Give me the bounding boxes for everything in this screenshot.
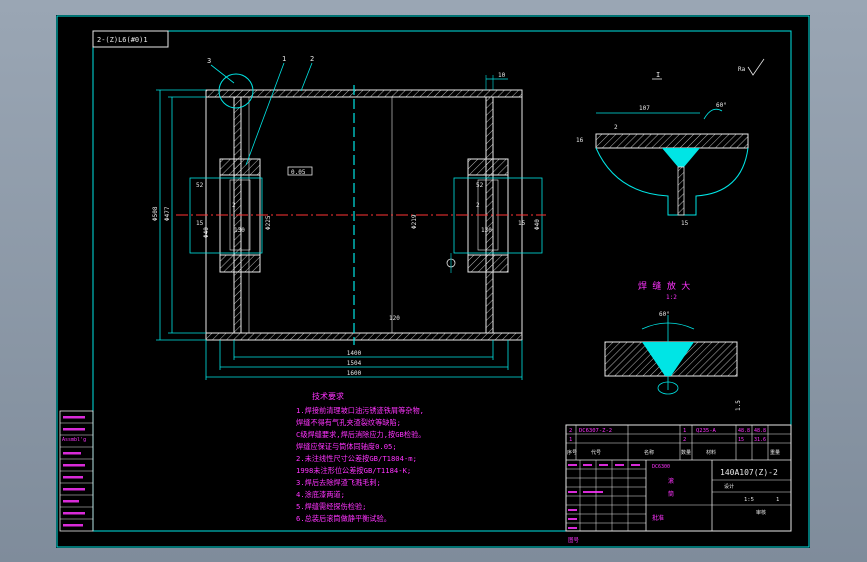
enlarged-weld-view: 焊 缝 放 大 1:2 60° 1.5 (604, 280, 742, 411)
dim-52-left: 52 (196, 182, 204, 189)
tb-row1-w1: 48.8 (738, 428, 750, 434)
left-revision-table: Assmbl'g (59, 410, 94, 532)
tb-part-name-1: 滚 (668, 477, 674, 485)
dim-left-2: Φ477 (164, 206, 171, 221)
dim-120: 120 (389, 315, 400, 322)
hub-right-bottom (467, 254, 509, 273)
tb-hdr-no: 序号 (567, 449, 577, 456)
notes-heading: 技术要求 (312, 391, 344, 401)
dim-ref-right: Φ40 (534, 219, 541, 230)
dim-shaft: Φ219 (411, 214, 418, 229)
inner-border (92, 30, 792, 532)
note-line: 4.涂底漆两道; (296, 490, 345, 499)
enlarge-scale: 1:2 (666, 294, 677, 301)
weld-gap: 2 (614, 124, 618, 131)
note-line: 2.未注线性尺寸公差按GB/T1804-m; (296, 454, 417, 463)
dim-1400: 1400 (347, 350, 362, 357)
code-box-text: 2-(Z)L6(#0)1 (97, 36, 148, 44)
enlarge-right-dim: 1.5 (735, 400, 742, 411)
dim-left-1: Φ508 (152, 206, 159, 221)
dim-52-right: 52 (476, 182, 484, 189)
dim-bore: Φ225 (265, 215, 272, 230)
weld-dim-16: 16 (576, 137, 584, 144)
tb-drawing-no: 140A107(Z)-2 (720, 468, 778, 477)
tb-row1-no: 2 (569, 428, 572, 434)
weld-angle-60: 60° (716, 102, 727, 109)
note-line: 1998未注形位公差按GB/T1184-K; (296, 466, 411, 475)
tb-hdr-mat: 材料 (706, 449, 716, 456)
tb-scale: 1:5 (744, 497, 754, 503)
note-line: C级焊缝要求,焊后消除应力,按GB检验。 (296, 430, 425, 439)
note-line: 5.焊缝需经探伤检验; (296, 502, 366, 511)
tb-check: 审核 (756, 509, 766, 516)
weld-dim-15: 15 (681, 220, 689, 227)
detail-label: I (656, 71, 660, 79)
dim-130-right: 130 (481, 227, 492, 234)
code-box (92, 30, 169, 48)
note-line: 3.焊后去除焊渣飞溅毛刺; (296, 478, 381, 487)
dim-2-left: 2 (232, 202, 236, 209)
tb-row2-qty: 2 (683, 437, 686, 443)
dim-10: 10 (498, 72, 506, 79)
tb-row1-qty: 1 (683, 428, 686, 434)
detail-circle (218, 73, 254, 109)
note-line: 焊缝应保证与筒体同轴度0.05; (296, 442, 397, 451)
tb-row2-no: 1 (569, 437, 572, 443)
tb-row2-w1: 15 (738, 437, 744, 443)
tb-row2-w2: 31.6 (754, 437, 766, 443)
main-view: 3 1 2 0.05 10 1400 1504 1600 (152, 55, 546, 380)
dim-15-right: 15 (518, 220, 526, 227)
title-block: 2 DC6307-Z-2 1 Q235-A 48.8 48.8 1 2 15 3… (565, 424, 792, 544)
tb-design: 设计 (724, 483, 734, 490)
shell-bottom (205, 332, 523, 341)
tb-sheet: 1 (776, 497, 779, 503)
tb-row1-mat: Q235-A (696, 428, 717, 434)
note-line: 1.焊接前清理坡口油污锈迹铁屑等杂物, (296, 406, 424, 415)
dim-15-left: 15 (196, 220, 204, 227)
detail-weld-view: I 107 60° 16 15 2 Ra (576, 58, 765, 227)
dim-130-left: 130 (234, 227, 245, 234)
outer-border (56, 15, 810, 548)
tb-hdr-name: 名称 (644, 449, 654, 456)
dim-2-right: 2 (476, 202, 480, 209)
hub-left-top (219, 158, 261, 176)
tb-footer: 图号 (568, 536, 580, 544)
drawing-svg: 2-(Z)L6(#0)1 3 1 (56, 15, 810, 548)
weld-dim-107: 107 (639, 105, 650, 112)
tb-hdr-qty: 数量 (681, 449, 691, 456)
tb-approve: 批准 (652, 514, 664, 522)
balloon-3: 3 (207, 57, 211, 65)
note-line: 6.总装后滚筒做静平衡试验。 (296, 514, 391, 523)
tb-part-name-2: 筒 (668, 490, 674, 498)
tb-row1-code: DC6307-Z-2 (579, 428, 612, 434)
balloon-2: 2 (310, 55, 314, 63)
tb-hdr-weight: 重量 (770, 449, 780, 456)
dim-1600: 1600 (347, 370, 362, 377)
note-line: 焊缝不得有气孔夹渣裂纹等缺陷; (296, 418, 401, 427)
tb-company: DC6300 (652, 464, 670, 470)
dim-ref-left: Φ40 (203, 227, 210, 238)
left-table-cell: Assmbl'g (62, 437, 86, 443)
hub-right-top (467, 158, 509, 176)
dim-1504: 1504 (347, 360, 362, 367)
tb-row1-w2: 48.8 (754, 428, 766, 434)
tb-hdr-code: 代号 (591, 449, 601, 456)
balloon-1: 1 (282, 55, 286, 63)
enlarge-angle: 60° (659, 311, 670, 318)
roughness-symbol: Ra (738, 66, 746, 73)
drawing-canvas[interactable]: 2-(Z)L6(#0)1 3 1 (56, 15, 810, 548)
tolerance-box: 0.05 (291, 169, 306, 176)
hub-left-bottom (219, 254, 261, 273)
enlarge-caption: 焊 缝 放 大 (638, 280, 690, 292)
technical-notes: 技术要求 1.焊接前清理坡口油污锈迹铁屑等杂物, 焊缝不得有气孔夹渣裂纹等缺陷;… (296, 391, 425, 523)
